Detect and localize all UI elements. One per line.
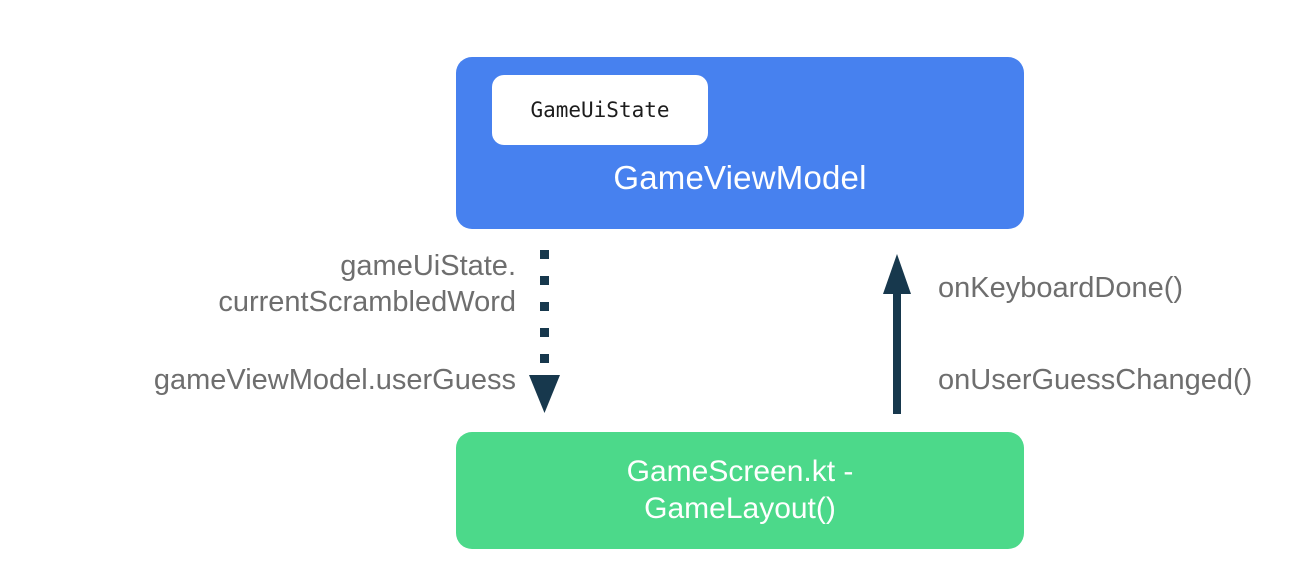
game-ui-state-chip: GameUiState [492,75,708,145]
state-flow-down-arrow-icon [529,250,560,413]
label-on-keyboard-done: onKeyboardDone() [938,272,1184,304]
game-screen-label: GameScreen.kt - GameLayout() [626,454,854,525]
label-game-view-model-user-guess: gameViewModel.userGuess [153,364,516,396]
node-game-view-model: GameUiState GameViewModel [456,57,1024,229]
event-callback-up-arrow-icon [883,254,911,414]
label-game-ui-state-flow: gameUiState. currentScrambledWord [218,250,516,319]
game-ui-state-label: GameUiState [530,98,670,122]
game-view-model-label: GameViewModel [613,159,867,196]
node-game-screen: GameScreen.kt - GameLayout() [456,432,1024,549]
label-on-user-guess-changed: onUserGuessChanged() [938,364,1253,396]
